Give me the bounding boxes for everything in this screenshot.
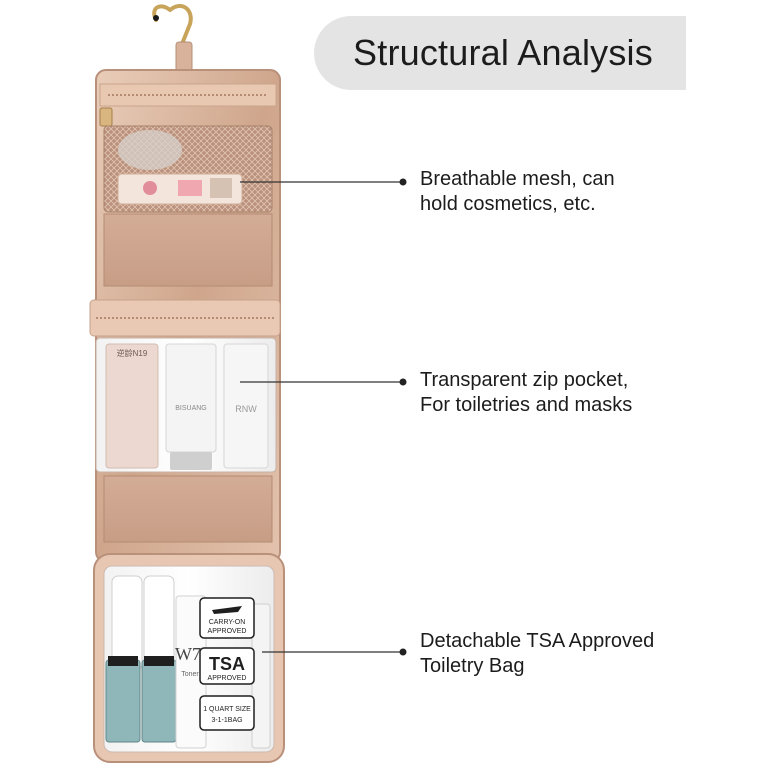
hanger-hook: [152, 4, 193, 73]
callout-tsa-bag: Detachable TSA Approved Toiletry Bag: [420, 629, 654, 679]
callout-connector-3: [262, 648, 407, 656]
carry-on-label-line2: APPROVED: [208, 628, 247, 635]
upper-panel: [103, 213, 273, 287]
callout-3-line-1: Detachable TSA Approved: [420, 630, 655, 652]
callout-connector-2: [240, 378, 407, 386]
callout-1-line-2: hold cosmetics, etc.: [420, 193, 596, 215]
tsa-label: TSA: [209, 654, 245, 674]
bottle-brand-4-sub: Toner: [181, 671, 199, 678]
carry-on-label-line1: CARRY-ON: [209, 619, 246, 626]
bottle-brand-4: W7: [175, 644, 201, 664]
bottle-brand-2: BISUANG: [175, 405, 207, 412]
tsa-label-print: CARRY-ON APPROVED TSA APPROVED 1 QUART S…: [199, 597, 255, 731]
quart-size-label-line2: 3-1-1BAG: [211, 717, 242, 724]
callout-3-line-2: Toiletry Bag: [420, 655, 525, 677]
callout-connector-1: [240, 178, 407, 186]
callout-transparent-pocket: Transparent zip pocket, For toiletries a…: [420, 368, 632, 418]
quart-size-label-line1: 1 QUART SIZE: [203, 706, 251, 713]
bottle-brand-3: RNW: [235, 404, 257, 414]
callout-2-line-1: Transparent zip pocket,: [420, 369, 629, 391]
callout-2-line-2: For toiletries and masks: [420, 394, 633, 416]
tsa-approved-label: APPROVED: [208, 675, 247, 682]
callout-1-line-1: Breathable mesh, can: [420, 168, 615, 190]
callout-mesh-pocket: Breathable mesh, can hold cosmetics, etc…: [420, 167, 615, 217]
zipper-pull: [99, 107, 113, 127]
title-banner: Structural Analysis: [314, 16, 686, 90]
page-title: Structural Analysis: [353, 32, 653, 73]
lower-panel: [103, 475, 273, 543]
bottle-brand-1: 逆龄N19: [117, 348, 148, 358]
